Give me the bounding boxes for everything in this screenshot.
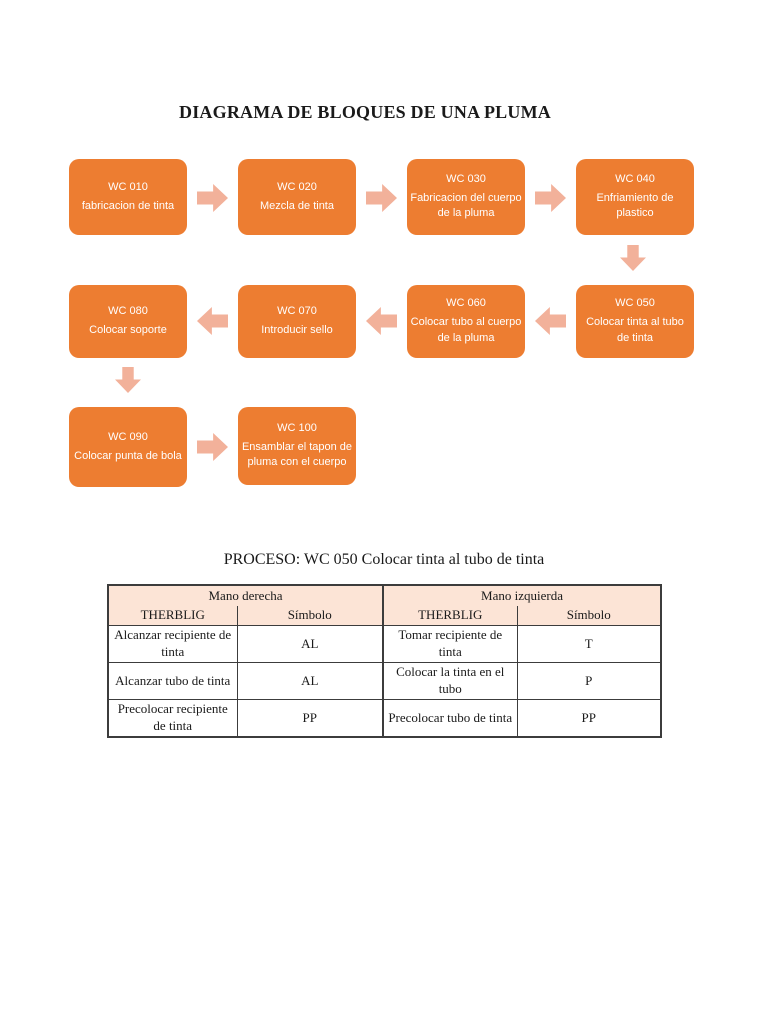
arrow-right-icon (535, 184, 566, 212)
col-header-simbolo-left: Símbolo (516, 606, 662, 626)
arrow-down-icon (620, 245, 646, 271)
table-row: Alcanzar tubo de tinta AL Colocar la tin… (107, 662, 662, 700)
block-label: Ensamblar el tapon de pluma con el cuerp… (241, 440, 353, 469)
cell-therblig: Colocar la tinta en el tubo (382, 662, 518, 700)
table-row: Alcanzar recipiente de tinta AL Tomar re… (107, 625, 662, 663)
block-label: fabricacion de tinta (81, 199, 175, 212)
diagram-block-wc030: WC 030 Fabricacion del cuerpo de la plum… (407, 159, 525, 235)
group-header-mano-derecha: Mano derecha (107, 584, 384, 606)
process-heading: PROCESO: WC 050 Colocar tinta al tubo de… (223, 551, 545, 568)
block-label: Introducir sello (261, 324, 333, 336)
diagram-block-wc060: WC 060 Colocar tubo al cuerpo de la plum… (407, 285, 525, 358)
diagram-block-wc050: WC 050 Colocar tinta al tubo de tinta (576, 285, 694, 358)
cell-simbolo: AL (236, 625, 384, 663)
therblig-table: Mano derecha Mano izquierda THERBLIG Sím… (107, 584, 663, 738)
block-code: WC 010 (108, 180, 148, 193)
table-row: Precolocar recipiente de tinta PP Precol… (107, 699, 662, 738)
col-header-therblig-right: THERBLIG (107, 606, 238, 626)
col-header-therblig-left: THERBLIG (382, 606, 518, 626)
arrow-right-icon (197, 184, 228, 212)
cell-simbolo: P (516, 662, 662, 700)
diagram-block-wc020: WC 020 Mezcla de tinta (238, 159, 356, 235)
diagram-block-wc070: WC 070 Introducir sello (238, 285, 356, 358)
cell-therblig: Alcanzar recipiente de tinta (107, 625, 238, 663)
table-group-header-row: Mano derecha Mano izquierda (107, 584, 662, 606)
diagram-block-wc080: WC 080 Colocar soporte (69, 285, 187, 358)
arrow-left-icon (366, 307, 397, 335)
block-label: Fabricacion del cuerpo de la pluma (410, 191, 522, 220)
arrow-left-icon (197, 307, 228, 335)
block-label: Colocar tinta al tubo de tinta (586, 316, 684, 344)
cell-therblig: Precolocar recipiente de tinta (107, 699, 238, 738)
block-code: WC 060 (446, 297, 486, 310)
cell-simbolo: PP (516, 699, 662, 738)
block-code: WC 070 (277, 305, 317, 318)
cell-simbolo: PP (236, 699, 384, 738)
arrow-left-icon (535, 307, 566, 335)
cell-therblig: Precolocar tubo de tinta (382, 699, 518, 738)
block-label: Mezcla de tinta (260, 199, 334, 212)
block-label: Colocar tubo al cuerpo de la pluma (410, 316, 522, 344)
arrow-right-icon (197, 433, 228, 461)
block-label: Colocar punta de bola (74, 449, 182, 462)
diagram-block-wc010: WC 010 fabricacion de tinta (69, 159, 187, 235)
col-header-simbolo-right: Símbolo (236, 606, 384, 626)
cell-simbolo: AL (236, 662, 384, 700)
group-header-mano-izquierda: Mano izquierda (381, 584, 662, 606)
page-title: DIAGRAMA DE BLOQUES DE UNA PLUMA (179, 102, 551, 123)
cell-therblig: Tomar recipiente de tinta (382, 625, 518, 663)
block-label: Enfriamiento de plastico (596, 191, 674, 220)
block-code: WC 040 (615, 172, 655, 185)
block-code: WC 080 (108, 305, 148, 318)
cell-therblig: Alcanzar tubo de tinta (107, 662, 238, 700)
diagram-block-wc100: WC 100 Ensamblar el tapon de pluma con e… (238, 407, 356, 485)
diagram-block-wc040: WC 040 Enfriamiento de plastico (576, 159, 694, 235)
table-column-header-row: THERBLIG Símbolo THERBLIG Símbolo (107, 606, 662, 626)
diagram-block-wc090: WC 090 Colocar punta de bola (69, 407, 187, 487)
block-code: WC 050 (615, 297, 655, 310)
block-code: WC 090 (108, 430, 148, 443)
block-label: Colocar soporte (89, 324, 167, 336)
block-code: WC 020 (277, 180, 317, 193)
arrow-down-icon (115, 367, 141, 393)
arrow-right-icon (366, 184, 397, 212)
block-code: WC 100 (277, 421, 317, 434)
cell-simbolo: T (516, 625, 662, 663)
block-code: WC 030 (446, 172, 486, 185)
